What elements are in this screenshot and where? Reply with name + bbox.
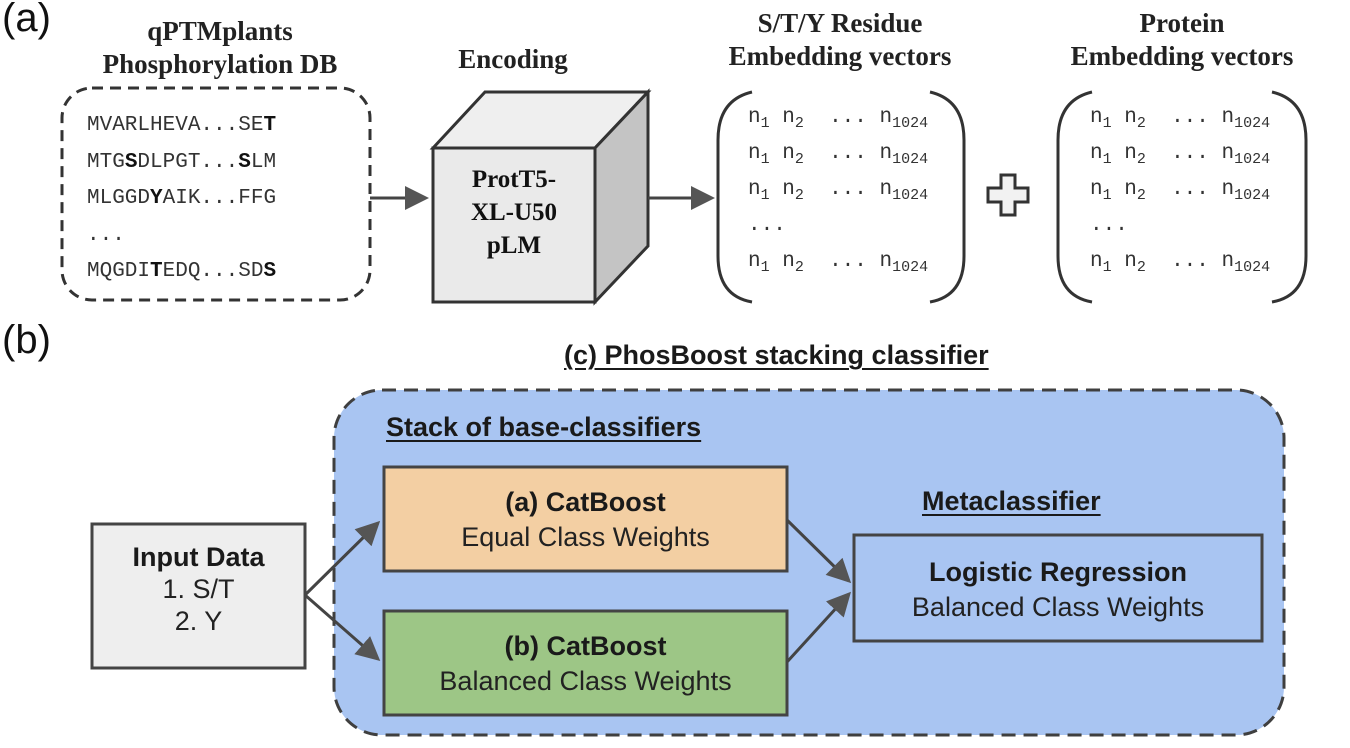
sequence-item: MLGGDYAIK...FFG xyxy=(87,181,276,218)
sequence-segment: MQGDI xyxy=(87,260,151,283)
stack-title: Stack of base-classifiers xyxy=(386,412,702,442)
metaclassifier-title: Metaclassifier xyxy=(922,486,1101,516)
database-title-line2: Phosphorylation DB xyxy=(102,49,338,79)
sequence-segment: MVARLHEVA...SE xyxy=(87,114,264,137)
protein-title-line2: Embedding vectors xyxy=(1070,41,1294,71)
database-title: qPTMplants Phosphorylation DB xyxy=(70,15,370,81)
model-line2: XL-U50 xyxy=(470,199,558,226)
protein-embedding-matrix: n1 n2 ... n1024 n1 n2 ... n1024 n1 n2 ... … xyxy=(1090,100,1270,280)
model-line1: ProtT5- xyxy=(471,166,557,193)
input-data-line2: 2. Y xyxy=(174,606,223,636)
residue-embedding-title: S/T/Y Residue Embedding vectors xyxy=(690,7,990,73)
catboost-b-title: (b) CatBoost xyxy=(504,631,667,661)
phospho-residue: T xyxy=(150,260,163,283)
meta-title: Logistic Regression xyxy=(928,557,1188,587)
phospho-residue: S xyxy=(238,150,251,174)
panel-b-label: (b) xyxy=(2,318,51,362)
catboost-b-subtitle: Balanced Class Weights xyxy=(439,666,732,696)
catboost-a-title: (a) CatBoost xyxy=(505,487,666,517)
meta-subtitle: Balanced Class Weights xyxy=(911,592,1205,622)
residue-matrix-right-bracket xyxy=(929,90,966,304)
matrix-row: n1 n2 ... n1024 xyxy=(748,142,929,168)
stacking-classifier-title: (c) PhosBoost stacking classifier xyxy=(564,340,989,370)
arrow-catboost-a-to-meta xyxy=(785,518,852,584)
database-dashed-box xyxy=(60,86,372,302)
catboost-a-box-bg xyxy=(382,465,789,573)
sequence-item: MVARLHEVA...SET xyxy=(87,108,276,145)
metaclassifier-box-bg xyxy=(852,533,1264,643)
matrix-row: n1 n2 ... n1024 xyxy=(748,106,929,132)
residue-title-line2: Embedding vectors xyxy=(728,41,952,71)
residue-matrix-left-bracket xyxy=(716,90,753,304)
phospho-residue: S xyxy=(263,260,277,283)
phospho-residue: T xyxy=(263,114,277,137)
encoder-model-label: ProtT5- XL-U50 pLM xyxy=(433,163,595,262)
plus-icon xyxy=(986,173,1030,217)
catboost-a-subtitle: Equal Class Weights xyxy=(461,522,710,552)
matrix-ellipsis-row: ... xyxy=(1090,214,1128,237)
database-title-line1: qPTMplants xyxy=(147,16,293,46)
encoder-cube-icon xyxy=(429,88,652,306)
arrow-catboost-b-to-meta xyxy=(785,591,852,664)
metaclassifier-box: Logistic Regression Balanced Class Weigh… xyxy=(854,535,1262,641)
catboost-a-box: (a) CatBoost Equal Class Weights xyxy=(384,467,787,571)
phospho-residue: Y xyxy=(150,187,163,210)
matrix-ellipsis-row: ... xyxy=(748,214,786,237)
phospho-residue: S xyxy=(124,150,138,174)
sequence-segment: LM xyxy=(250,150,277,174)
matrix-row: n1 n2 ... n1024 xyxy=(1090,142,1271,168)
protein-title-line1: Protein xyxy=(1139,8,1225,38)
sequence-item: MTGSDLPGT...SLM xyxy=(87,145,276,182)
matrix-row: n1 n2 ... n1024 xyxy=(1090,106,1271,132)
sequence-segment: DLPGT... xyxy=(137,150,239,174)
sequence-segment: MTG xyxy=(87,150,125,174)
residue-embedding-matrix: n1 n2 ... n1024 n1 n2 ... n1024 n1 n2 ... … xyxy=(748,100,928,280)
sequence-segment: EDQ...SD xyxy=(162,260,264,283)
protein-matrix-left-bracket xyxy=(1056,90,1093,304)
matrix-row: n1 n2 ... n1024 xyxy=(748,178,929,204)
protein-embedding-title: Protein Embedding vectors xyxy=(1032,7,1332,73)
sequence-segment: MLGGD xyxy=(87,187,151,210)
arrow-input-to-catboost-b xyxy=(304,593,381,661)
sequence-segment: ... xyxy=(87,223,125,247)
protein-matrix-right-bracket xyxy=(1271,90,1308,304)
matrix-row: n1 n2 ... n1024 xyxy=(748,250,929,276)
model-line3: pLM xyxy=(486,232,542,259)
matrix-row: n1 n2 ... n1024 xyxy=(1090,250,1271,276)
input-data-box: Input Data 1. S/T 2. Y xyxy=(92,524,305,668)
catboost-b-box-bg xyxy=(382,609,789,717)
input-data-title: Input Data xyxy=(132,542,265,572)
arrow-input-to-catboost-a xyxy=(303,520,381,597)
encoding-title: Encoding xyxy=(458,44,568,74)
residue-title-line1: S/T/Y Residue xyxy=(757,8,923,38)
input-data-line1: 1. S/T xyxy=(162,574,235,604)
matrix-row: n1 n2 ... n1024 xyxy=(1090,178,1271,204)
sequence-item: ... xyxy=(87,218,276,255)
sequence-item: MQGDITEDQ...SDS xyxy=(87,254,276,291)
panel-a-label: (a) xyxy=(2,0,51,40)
catboost-b-box: (b) CatBoost Balanced Class Weights xyxy=(384,611,787,715)
sequence-segment: AIK...FFG xyxy=(162,187,277,210)
